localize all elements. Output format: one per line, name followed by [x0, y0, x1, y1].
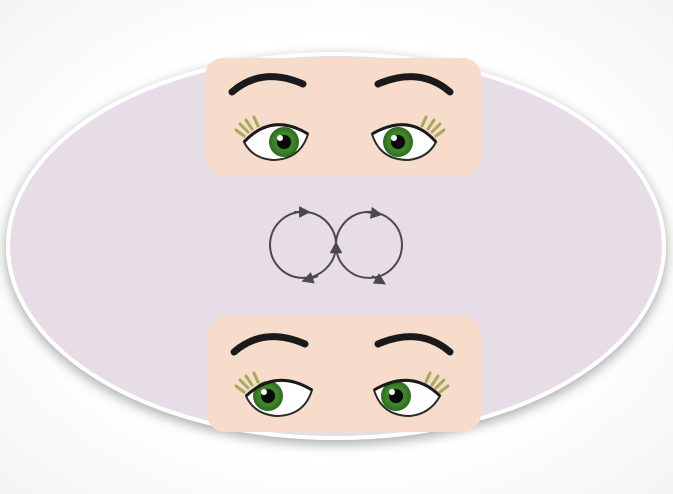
top-skin-patch [205, 58, 481, 176]
bottom-skin-patch [207, 316, 481, 432]
bottom-eyes-panel [207, 316, 481, 432]
top-eyes-panel [205, 58, 481, 176]
